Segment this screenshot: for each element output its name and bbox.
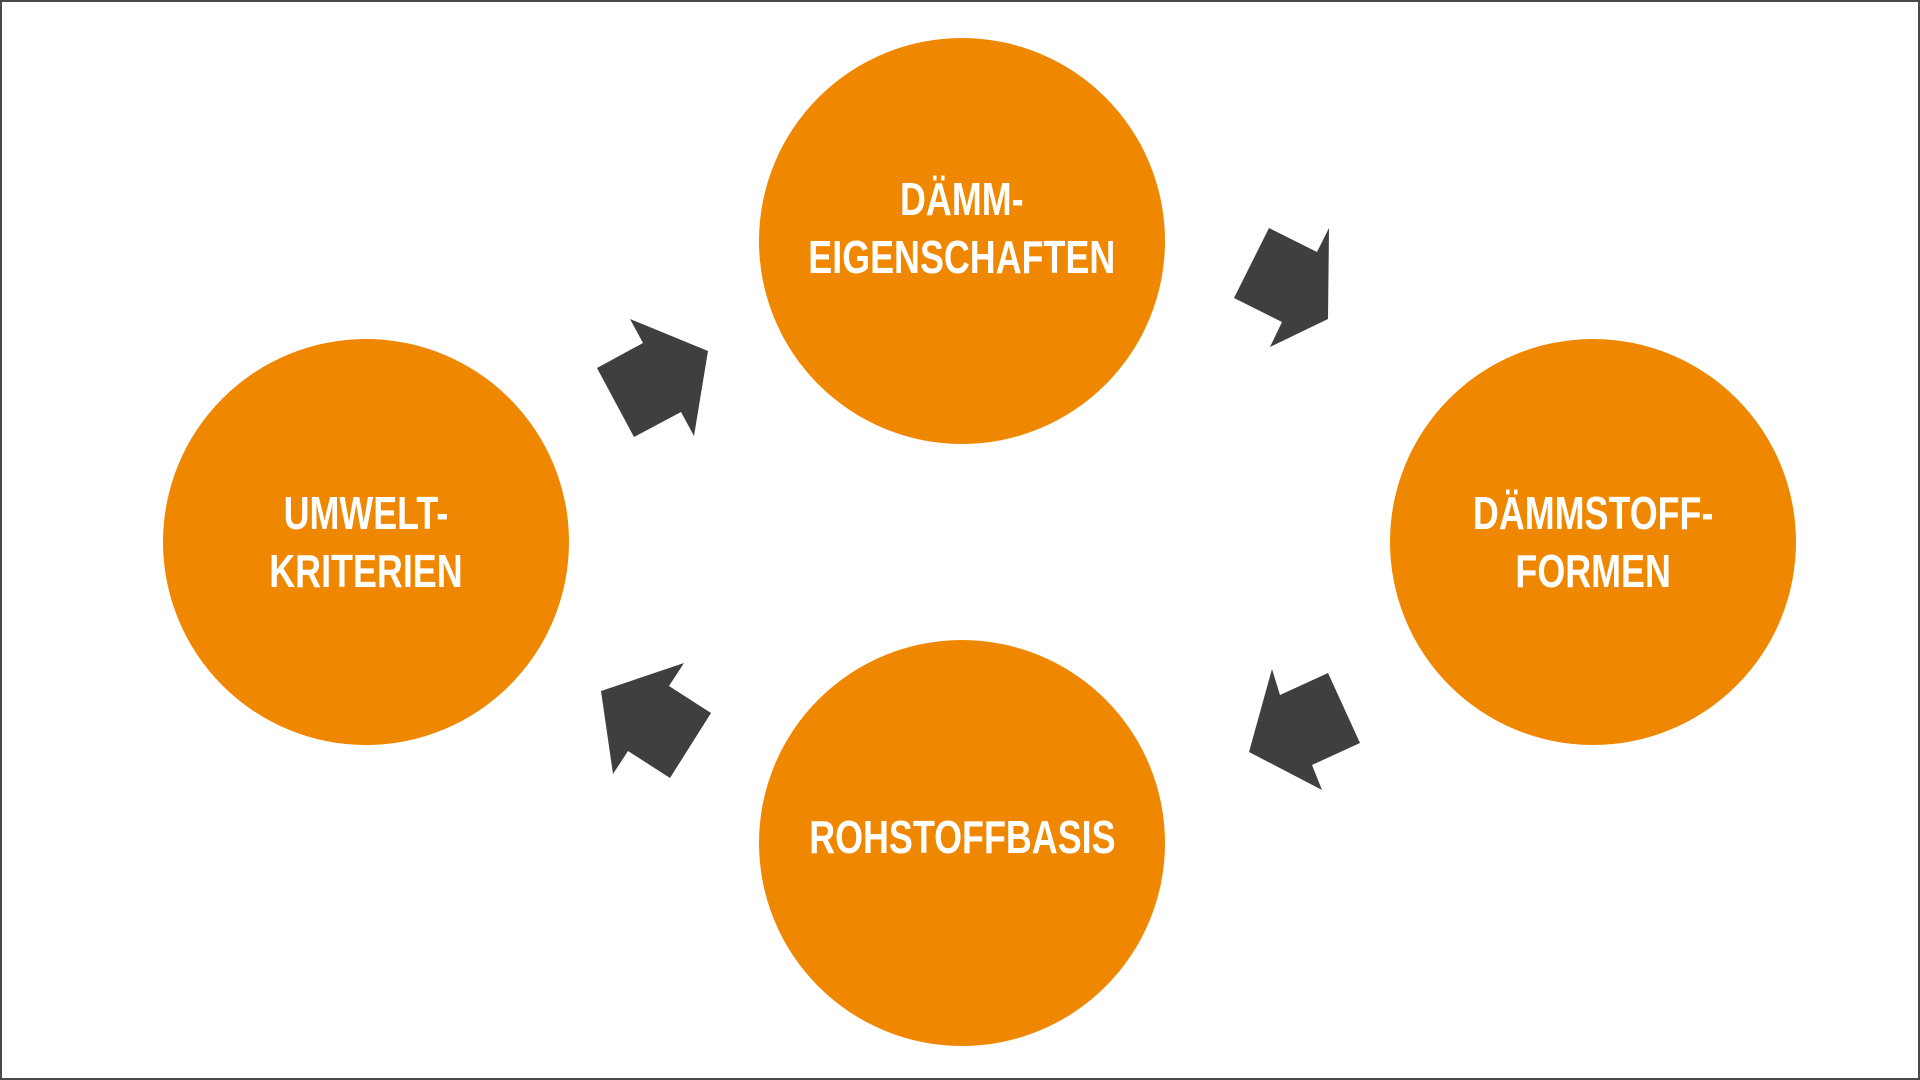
arrow-top-to-right bbox=[1234, 228, 1329, 347]
node-label-line: FORMEN bbox=[1515, 545, 1671, 597]
node-label: UMWELT- KRITERIEN bbox=[269, 484, 462, 600]
node-label: DÄMMSTOFF- FORMEN bbox=[1473, 484, 1713, 600]
node-label-line: ROHSTOFFBASIS bbox=[808, 811, 1116, 863]
node-rohstoffbasis: ROHSTOFFBASIS bbox=[759, 640, 1165, 1046]
node-label: ROHSTOFFBASIS bbox=[809, 808, 1115, 866]
node-label-line: UMWELT- bbox=[283, 487, 449, 539]
node-label-line: EIGENSCHAFTEN bbox=[808, 231, 1116, 283]
arrow-left-to-top bbox=[597, 319, 708, 437]
node-label-line: DÄMMSTOFF- bbox=[1472, 487, 1714, 539]
node-label-line: KRITERIEN bbox=[269, 545, 463, 597]
node-label: DÄMM- EIGENSCHAFTEN bbox=[808, 170, 1115, 286]
arrow-right-to-bottom bbox=[1249, 669, 1360, 790]
node-daemmstoff-formen: DÄMMSTOFF- FORMEN bbox=[1390, 339, 1796, 745]
node-label-line: DÄMM- bbox=[900, 173, 1024, 225]
node-umwelt-kriterien: UMWELT- KRITERIEN bbox=[163, 339, 569, 745]
arrow-bottom-to-left bbox=[601, 663, 711, 778]
node-daemm-eigenschaften: DÄMM- EIGENSCHAFTEN bbox=[759, 38, 1165, 444]
